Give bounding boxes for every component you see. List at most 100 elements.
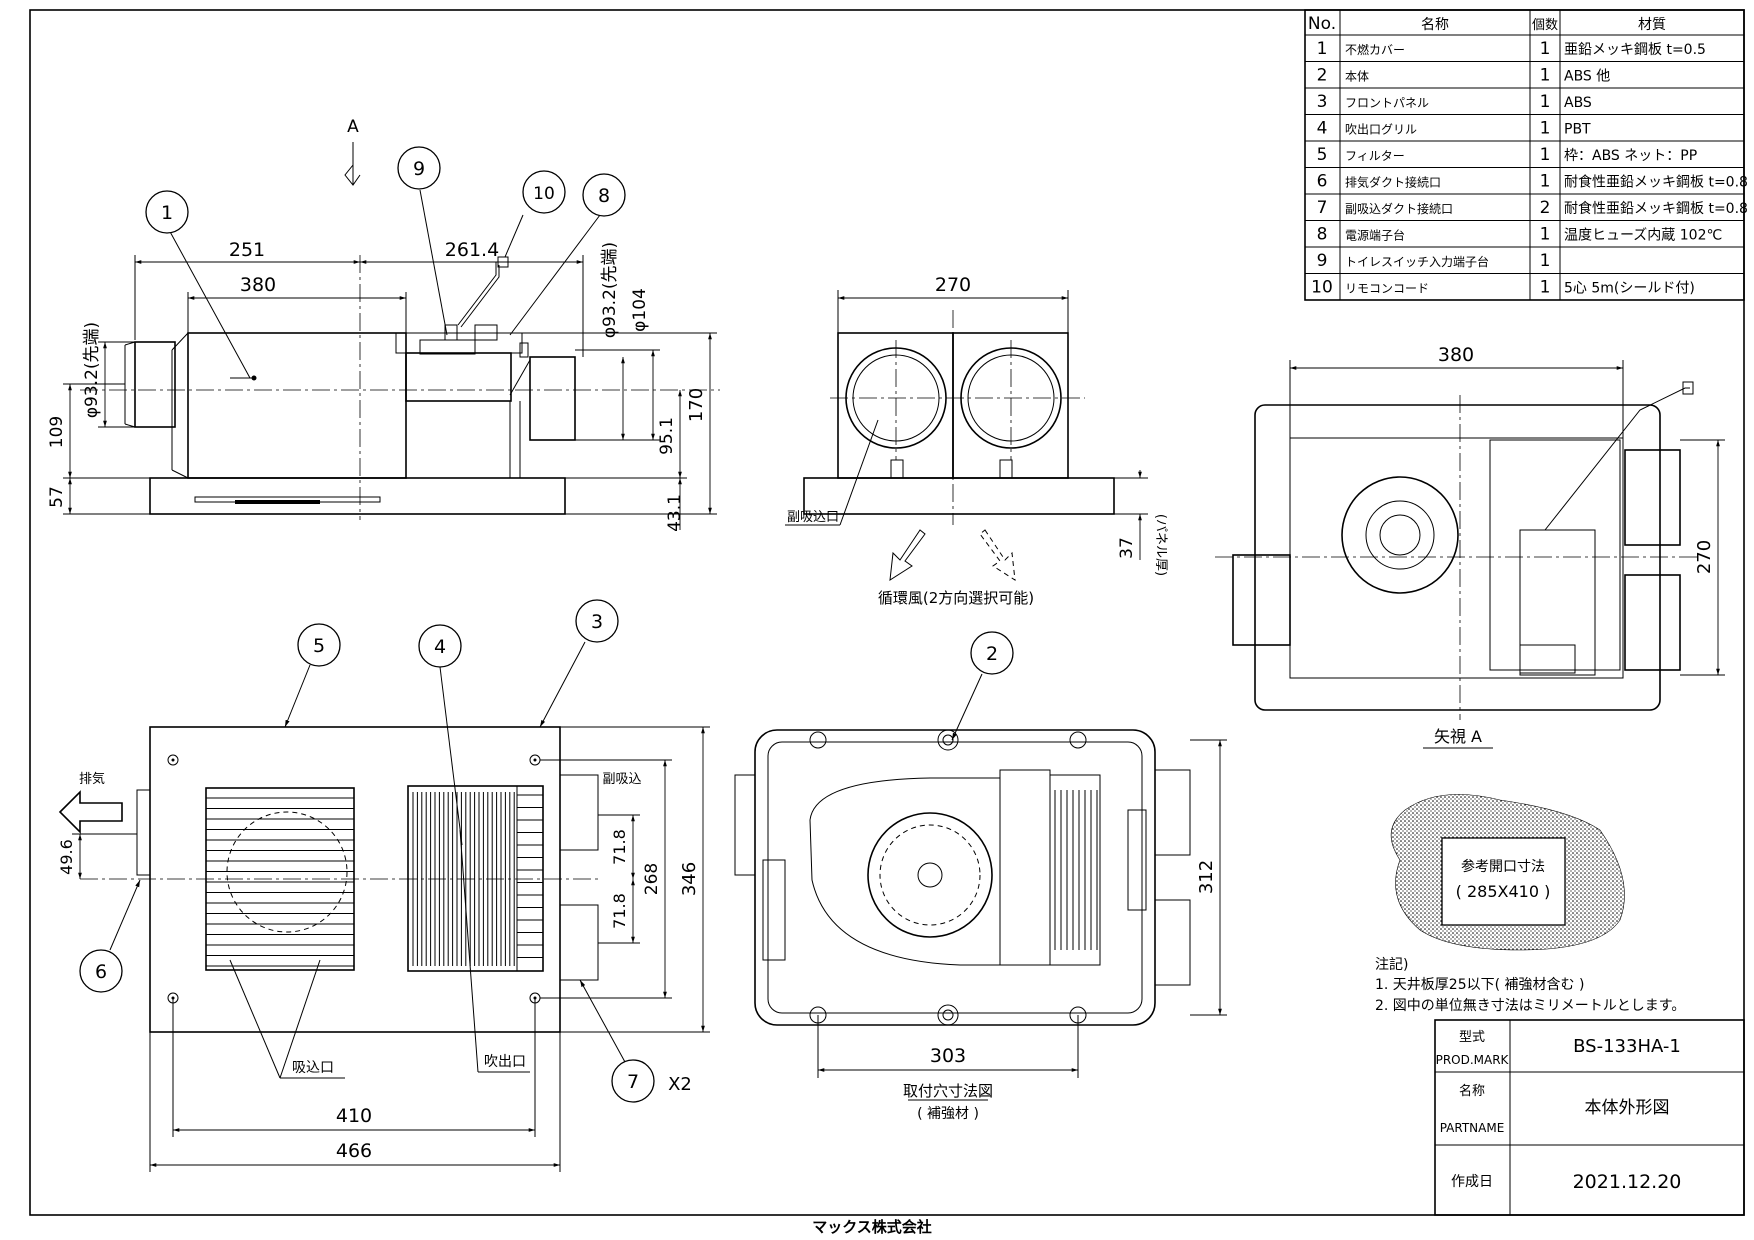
exhaust-arrow [58,790,123,834]
notes: 注記) 1. 天井板厚25以下( 補強材含む ) 2. 図中の単位無き寸法はミリ… [1375,956,1685,1014]
table-row-material: 温度ヒューズ内蔵 102℃ [1564,228,1722,244]
balloon-3-label: 3 [591,611,603,633]
dim-37: 37 [1117,537,1137,559]
model-label-en: PROD.MARK [1436,1053,1510,1067]
table-row-name: リモコンコード [1345,282,1429,296]
table-row-material: 亜鉛メッキ鋼板 t=0.5 [1564,42,1706,58]
outlet-grille [407,785,544,972]
table-row-qty: 1 [1540,39,1551,59]
sheet-border [29,9,1745,1216]
dim-410: 410 [336,1105,372,1127]
circulation-arrow-right [979,529,1016,581]
table-row-qty: 1 [1540,145,1551,165]
balloon-4-label: 4 [434,636,446,658]
table-row-name: 吹出口グリル [1345,123,1417,137]
balloon-10-label: 10 [533,184,555,204]
table-row-no: 9 [1317,251,1328,271]
table-header-name: 名称 [1421,17,1449,33]
side-view: A 251 380 261.4 φ93.2(先端) 109 57 φ104 φ9… [47,117,720,532]
table-row-qty: 2 [1540,198,1551,218]
table-row-qty: 1 [1540,119,1551,139]
balloon-7 [611,1059,655,1103]
table-row-qty: 1 [1540,251,1551,271]
dim-95-1: 95.1 [657,417,677,455]
table-row-no: 3 [1317,92,1328,112]
dim-49-6: 49.6 [57,839,76,875]
table-row-material: PBT [1564,122,1591,138]
view-a-caption: 矢視 A [1434,727,1482,746]
opening-size: ( 285X410 ) [1456,882,1551,901]
dim-phi-104: φ104 [630,288,650,332]
table-row-no: 6 [1317,172,1328,192]
table-row-qty: 1 [1540,66,1551,86]
dim-466: 466 [336,1140,372,1162]
table-row-name: 副吸込ダクト接続口 [1345,201,1453,216]
table-row-no: 1 [1317,39,1328,59]
balloon-7-multiplier: X2 [668,1074,692,1095]
balloon-6-label: 6 [95,961,107,983]
opening-title: 参考開口寸法 [1461,858,1545,875]
table-row-no: 2 [1317,66,1328,86]
dim-phi-93-2-left: φ93.2(先端) [82,322,102,418]
dim-phi-93-2-right: φ93.2(先端) [600,242,620,338]
intake-label: 吸込口 [292,1060,334,1076]
balloon-5-label: 5 [313,635,325,657]
table-row-name: 排気ダクト接続口 [1345,175,1441,190]
circulation-arrow-left [889,529,926,581]
table-row-no: 8 [1317,225,1328,245]
bottom-view: 排気 副吸込 49.6 71.8 71.8 268 346 410 466 吸込… [57,599,710,1172]
table-row-qty: 1 [1540,278,1551,298]
dim-251: 251 [229,239,265,261]
table-row-no: 10 [1311,278,1333,298]
table-header-no: No. [1308,14,1336,34]
table-row-name: 不燃カバー [1345,42,1405,57]
balloon-8-label: 8 [598,185,610,207]
table-row-material: ABS 他 [1564,69,1610,85]
dim-268: 268 [642,863,662,895]
dim-380: 380 [240,274,276,296]
table-row-no: 4 [1317,119,1328,139]
note-1: 1. 天井板厚25以下( 補強材含む ) [1375,977,1584,993]
part-label-jp: 名称 [1459,1083,1485,1099]
dim-261-4: 261.4 [445,239,499,261]
balloon-10 [522,170,566,214]
notes-heading: 注記) [1375,956,1408,973]
table-row-qty: 1 [1540,92,1551,112]
table-row-material: 耐食性亜鉛メッキ鋼板 t=0.8 [1564,174,1748,191]
table-row-name: 本体 [1345,70,1369,84]
sub-intake-bottom-label: 副吸込 [602,772,641,787]
table-row-name: 電源端子台 [1345,228,1405,243]
balloon-8 [582,173,626,217]
circulation-label: 循環風(2方向選択可能) [878,589,1034,607]
part-value: 本体外形図 [1585,1098,1670,1118]
balloon-6 [79,949,123,993]
dim-270-front: 270 [935,274,971,296]
balloon-3 [575,599,619,643]
table-row-name: フィルター [1345,149,1405,163]
table-row-material: 5心 5m(シールド付) [1564,281,1695,297]
company-name: マックス株式会社 [812,1218,932,1236]
dim-346: 346 [679,862,700,896]
dim-312: 312 [1196,860,1217,894]
dim-170: 170 [686,388,707,422]
note-2: 2. 図中の単位無き寸法はミリメートルとします。 [1375,998,1685,1014]
table-row-material: ABS [1564,95,1592,111]
mount-caption: 取付穴寸法図 [903,1082,993,1100]
dim-380-view-a: 380 [1438,344,1474,366]
dim-270-view-a: 270 [1694,540,1715,574]
date-value: 2021.12.20 [1573,1171,1682,1193]
dim-71-8-a: 71.8 [610,829,629,865]
dim-43-1: 43.1 [665,494,685,532]
table-row-no: 5 [1317,145,1328,165]
outlet-label: 吹出口 [484,1054,526,1070]
model-label-jp: 型式 [1459,1030,1485,1045]
front-view: 270 37 (パネル厚) 副吸込口 循環風(2方向選択可能) [785,274,1168,607]
sub-intake-label: 副吸込口 [787,510,839,525]
table-header-qty: 個数 [1532,18,1558,33]
dim-109: 109 [47,416,67,448]
balloon-1-label: 1 [161,202,173,224]
table-row-qty: 1 [1540,172,1551,192]
model-value: BS-133HA-1 [1573,1036,1681,1057]
balloon-9 [397,146,441,190]
